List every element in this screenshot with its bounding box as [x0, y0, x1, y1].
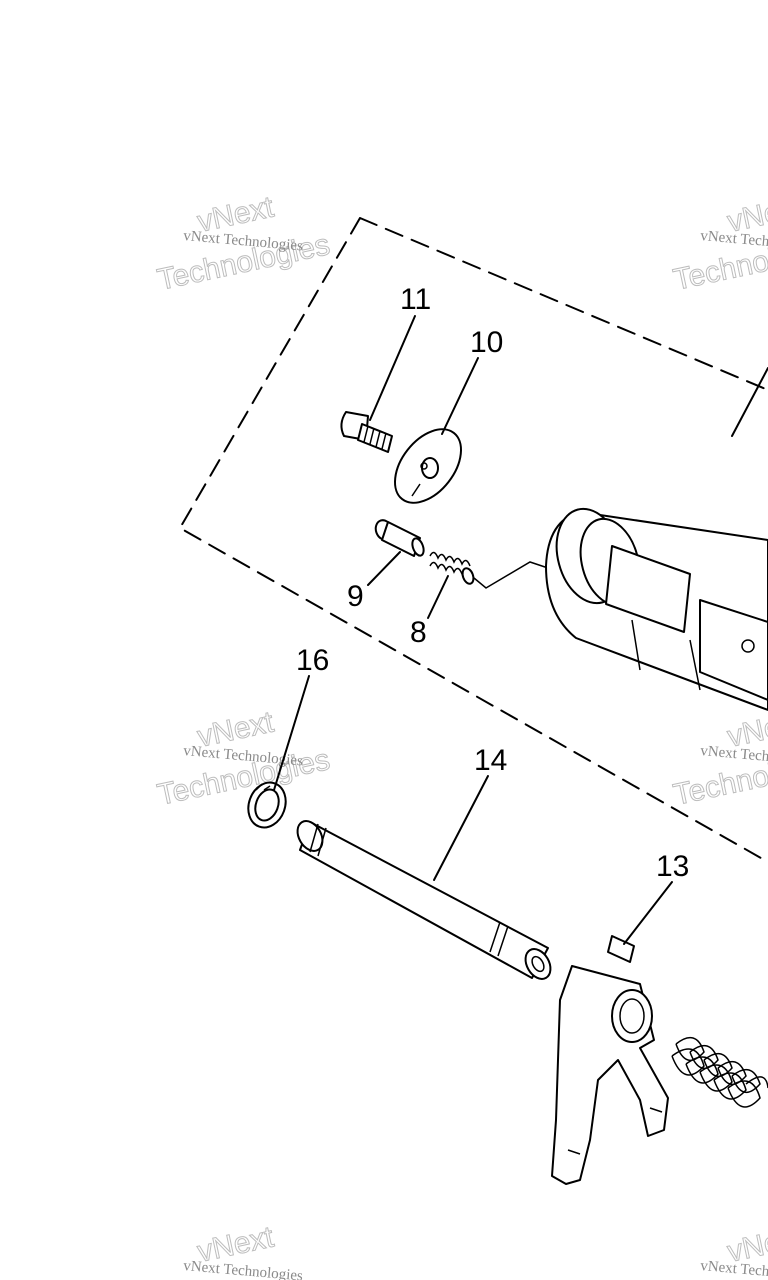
watermark-bottom-left: vNext vNext Technologies [183, 1220, 304, 1280]
callout-13: 13 [656, 850, 689, 883]
part-10-plate [394, 428, 462, 504]
leader-16 [273, 675, 310, 791]
callout-14: 14 [474, 744, 507, 777]
svg-text:vNext Technologies: vNext Technologies [183, 1258, 304, 1280]
leader-14 [433, 775, 489, 881]
leader-11 [369, 315, 416, 421]
watermark-top-right: vNext Technologies vNext Technologies [670, 190, 768, 297]
leader-10 [441, 357, 479, 435]
large-spring [671, 1036, 768, 1108]
leader-13 [623, 881, 673, 945]
group-leader-line [731, 367, 768, 437]
watermark-top-left: vNext Technologies vNext Technologies [154, 190, 333, 297]
watermark-mid-right: vNext Technologies vNext Technologies [670, 705, 768, 812]
leader-8 [427, 575, 449, 619]
part-11-screw [340, 411, 393, 453]
part-14-shaft [296, 820, 552, 980]
shift-drum [545, 507, 768, 711]
callout-8: 8 [410, 616, 427, 649]
assembly-group-outline [179, 217, 768, 863]
part-8-spring [429, 551, 475, 585]
part-16-circlip [247, 781, 287, 829]
spring-to-drum-leader [473, 561, 549, 589]
callout-10: 10 [470, 326, 503, 359]
part-9-pin [374, 519, 425, 557]
svg-text:vNext Technologies: vNext Technologies [700, 1258, 768, 1280]
watermark-bottom-right: vNext vNext Technologies [700, 1220, 768, 1280]
watermark-mid-left: vNext Technologies vNext Technologies [154, 705, 333, 812]
leader-9 [367, 551, 401, 586]
part-13-shift-fork [551, 935, 669, 1185]
callout-9: 9 [347, 580, 364, 613]
callout-11: 11 [400, 283, 431, 316]
callout-16: 16 [296, 644, 329, 677]
